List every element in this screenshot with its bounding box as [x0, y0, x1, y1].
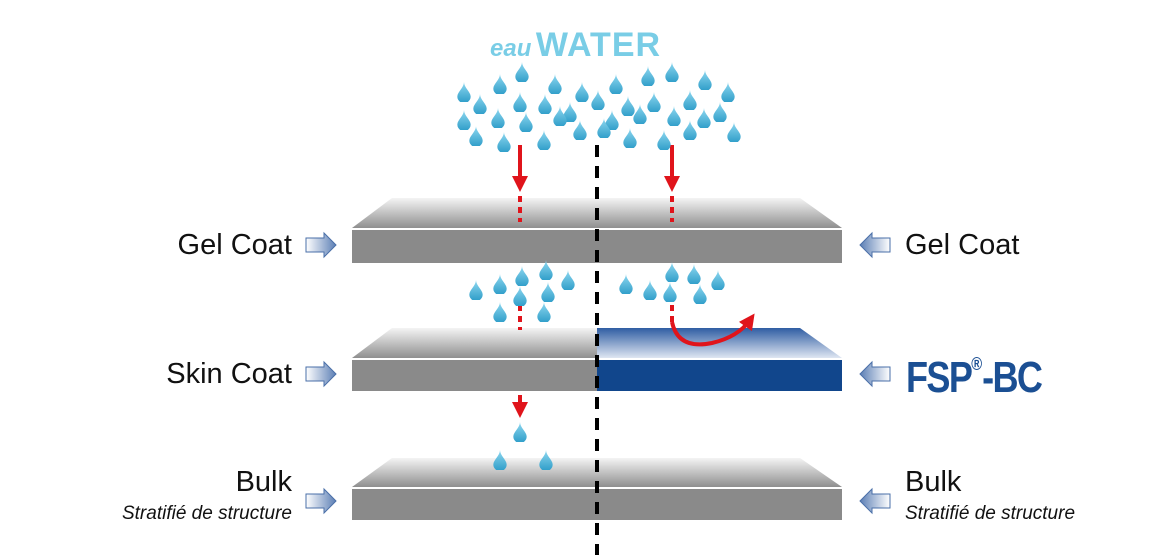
right-label-gel-coat: Gel Coat — [905, 229, 1020, 261]
water-droplet-icon — [698, 70, 712, 90]
water-droplet-icon — [713, 102, 727, 122]
title-main: WATER — [535, 26, 662, 64]
penetration-arrows — [512, 145, 755, 418]
water-droplet-icon — [561, 270, 575, 290]
water-droplet-icon — [609, 74, 623, 94]
layer-bulk — [352, 458, 842, 520]
water-droplet-icon — [493, 302, 507, 322]
water-droplet-icon — [513, 286, 527, 306]
skin-coat-top — [352, 328, 597, 358]
water-droplet-icon — [553, 106, 567, 126]
water-droplet-icon — [457, 110, 471, 130]
left-label-bulk: Bulk — [235, 466, 292, 498]
water-droplet-icon — [711, 270, 725, 290]
water-droplet-icon — [493, 74, 507, 94]
left-label-skin-coat: Skin Coat — [166, 358, 292, 390]
pointer-arrow-icon — [859, 360, 891, 388]
fsp-suffix: -BC — [982, 353, 1043, 402]
water-droplet-icon — [591, 90, 605, 110]
water-droplet-icon — [537, 130, 551, 150]
fsp-main: FSP — [906, 353, 973, 402]
water-droplet-icon — [541, 282, 555, 302]
pointer-arrow-icon — [305, 487, 337, 515]
water-droplet-icon — [665, 62, 679, 82]
pointer-arrow-icon — [859, 487, 891, 515]
right-label-fsp-bc: FSP®-BC — [906, 353, 1043, 403]
water-droplet-icon — [641, 66, 655, 86]
water-droplet-icon — [513, 92, 527, 112]
water-droplet-icon — [491, 108, 505, 128]
water-droplet-icon — [693, 284, 707, 304]
water-droplet-icon — [657, 130, 671, 150]
water-droplet-icon — [538, 94, 552, 114]
pointer-arrow-icon — [305, 231, 337, 259]
water-droplet-icon — [683, 120, 697, 140]
layer-skin-coat — [352, 328, 842, 391]
fsp-registered-mark: ® — [971, 354, 983, 375]
water-droplet-icon — [633, 104, 647, 124]
water-title: eau WATER — [490, 26, 690, 65]
water-droplet-icon — [665, 262, 679, 282]
water-droplet-icon — [473, 94, 487, 114]
water-droplet-icon — [667, 106, 681, 126]
water-droplet-icon — [687, 264, 701, 284]
water-droplet-icon — [575, 82, 589, 102]
skin-coat-side — [352, 360, 597, 391]
water-droplet-icon — [513, 422, 527, 442]
fsp-side — [597, 360, 842, 391]
left-label-bulk-sub: Stratifié de structure — [121, 503, 292, 524]
water-droplet-icon — [539, 260, 553, 280]
water-droplet-icon — [727, 122, 741, 142]
water-droplet-icon — [573, 120, 587, 140]
pointer-arrow-icon — [305, 360, 337, 388]
water-droplet-icon — [493, 274, 507, 294]
water-droplet-icon — [515, 62, 529, 82]
water-droplet-icon — [643, 280, 657, 300]
water-droplet-icon — [721, 82, 735, 102]
water-droplet-icon — [683, 90, 697, 110]
water-droplet-icon — [623, 128, 637, 148]
water-droplet-icon — [548, 74, 562, 94]
water-droplet-icon — [697, 108, 711, 128]
water-droplet-icon — [497, 132, 511, 152]
water-droplet-icon — [663, 282, 677, 302]
right-label-bulk-sub: Stratifié de structure — [905, 503, 1076, 524]
water-droplet-icon — [469, 126, 483, 146]
water-droplet-icon — [539, 450, 553, 470]
bulk-top — [352, 458, 842, 487]
water-droplet-icon — [647, 92, 661, 112]
water-droplet-icon — [493, 450, 507, 470]
water-droplet-icon — [537, 302, 551, 322]
pointer-arrows — [305, 231, 891, 515]
water-droplet-icon — [519, 112, 533, 132]
pointer-arrow-icon — [859, 231, 891, 259]
water-droplet-icon — [621, 96, 635, 116]
water-droplet-icon — [469, 280, 483, 300]
title-prefix: eau — [490, 35, 532, 62]
right-label-bulk: Bulk — [905, 466, 962, 498]
water-droplet-icon — [515, 266, 529, 286]
left-label-gel-coat: Gel Coat — [177, 229, 292, 261]
water-droplets — [457, 62, 741, 470]
water-droplet-icon — [457, 82, 471, 102]
water-droplet-icon — [619, 274, 633, 294]
